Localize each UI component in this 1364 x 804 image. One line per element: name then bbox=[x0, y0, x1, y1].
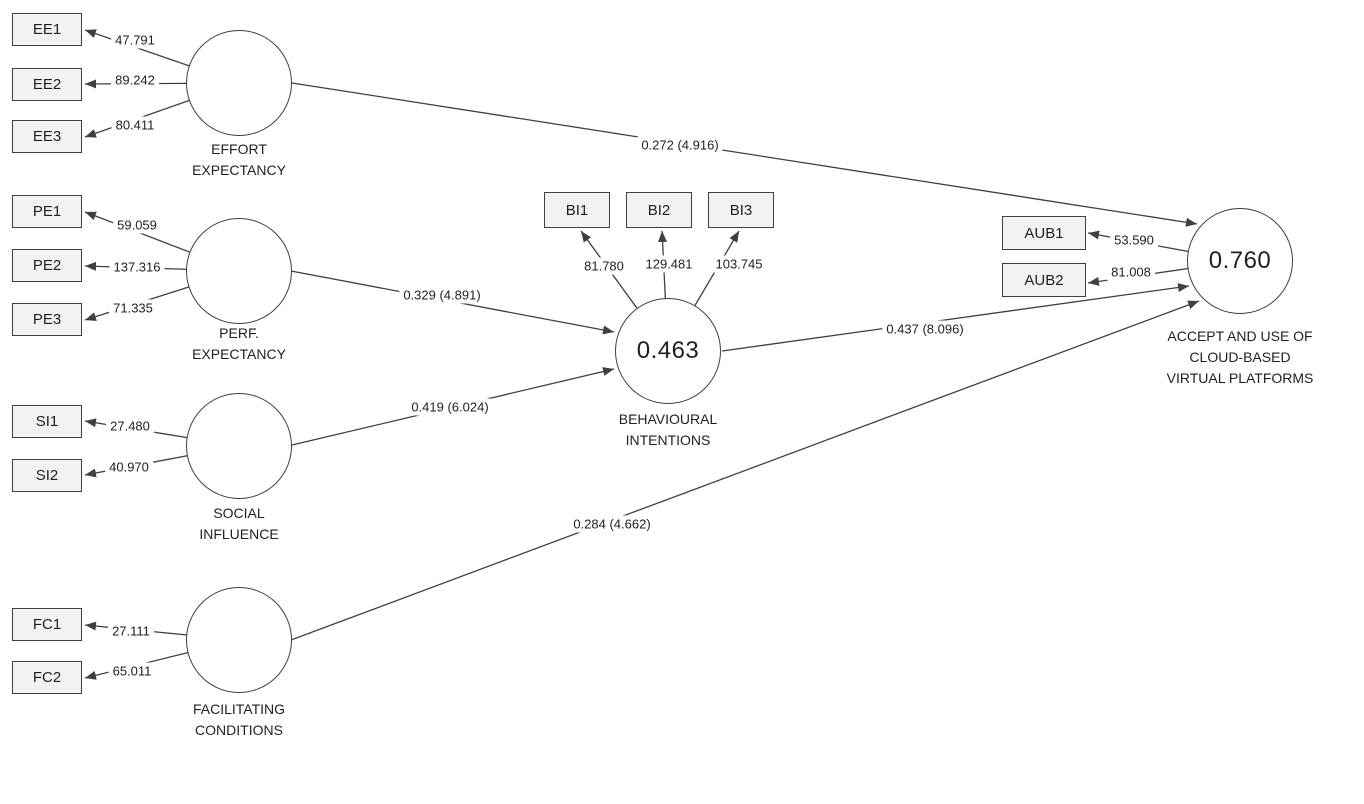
indicator-box-ee3: EE3 bbox=[12, 120, 82, 153]
construct-circle-behavioural-intentions: 0.463 bbox=[615, 298, 721, 404]
indicator-label: SI1 bbox=[35, 413, 59, 430]
indicator-label: PE2 bbox=[32, 257, 62, 274]
path-coef-pe-bi: 0.329 (4.891) bbox=[399, 286, 485, 304]
construct-circle-perf-expectancy bbox=[186, 218, 292, 324]
path-ee-aub bbox=[291, 82, 1198, 227]
construct-label-accept-and-use: ACCEPT AND USE OF CLOUD-BASED VIRTUAL PL… bbox=[1166, 328, 1314, 386]
indicator-label: AUB2 bbox=[1024, 271, 1064, 289]
indicator-box-pe2: PE2 bbox=[12, 249, 82, 282]
construct-circle-social-influence bbox=[186, 393, 292, 499]
indicator-box-fc1: FC1 bbox=[12, 608, 82, 641]
path-bi-aub bbox=[721, 283, 1190, 352]
indicator-label: FC1 bbox=[32, 616, 62, 633]
indicator-box-pe3: PE3 bbox=[12, 303, 82, 336]
indicator-box-aub1: AUB1 bbox=[1002, 216, 1086, 250]
r-squared-value-bi: 0.463 bbox=[636, 337, 700, 364]
loading-aub1: 53.590 bbox=[1110, 231, 1158, 249]
construct-label-social-influence: SOCIAL INFLUENCE bbox=[199, 505, 279, 542]
construct-circle-accept-and-use: 0.760 bbox=[1187, 208, 1293, 314]
loading-ee1: 47.791 bbox=[111, 31, 159, 49]
indicator-box-ee2: EE2 bbox=[12, 68, 82, 101]
indicator-box-fc2: FC2 bbox=[12, 661, 82, 694]
loading-si1: 27.480 bbox=[106, 417, 154, 435]
indicator-label: EE3 bbox=[32, 128, 62, 145]
loading-bi2: 129.481 bbox=[641, 255, 697, 273]
indicator-label: PE1 bbox=[32, 203, 62, 220]
construct-circle-effort-expectancy bbox=[186, 30, 292, 136]
construct-circle-facilitating-conditions bbox=[186, 587, 292, 693]
indicator-box-bi1: BI1 bbox=[544, 192, 610, 228]
r-squared-value-aub: 0.760 bbox=[1208, 247, 1272, 274]
loading-si2: 40.970 bbox=[105, 458, 153, 476]
loading-fc2: 65.011 bbox=[108, 662, 156, 680]
indicator-label: FC2 bbox=[32, 669, 62, 686]
construct-label-effort-expectancy: EFFORT EXPECTANCY bbox=[192, 141, 286, 178]
indicator-box-si1: SI1 bbox=[12, 405, 82, 438]
indicator-label: PE3 bbox=[32, 311, 62, 328]
loading-bi1: 81.780 bbox=[580, 257, 628, 275]
indicator-box-si2: SI2 bbox=[12, 459, 82, 492]
path-fc-aub bbox=[290, 300, 1200, 641]
loading-pe2: 137.316 bbox=[109, 258, 165, 276]
indicator-label: EE2 bbox=[32, 76, 62, 93]
indicator-box-pe1: PE1 bbox=[12, 195, 82, 228]
indicator-box-ee1: EE1 bbox=[12, 13, 82, 46]
indicator-label: EE1 bbox=[32, 21, 62, 38]
construct-label-facilitating-conditions: FACILITATING CONDITIONS bbox=[192, 701, 286, 738]
indicator-box-aub2: AUB2 bbox=[1002, 263, 1086, 297]
indicator-label: BI1 bbox=[565, 201, 589, 219]
loading-bi3: 103.745 bbox=[711, 255, 767, 273]
indicator-label: BI2 bbox=[647, 201, 671, 219]
loading-ee2: 89.242 bbox=[111, 71, 159, 89]
indicator-box-bi3: BI3 bbox=[708, 192, 774, 228]
loading-fc1: 27.111 bbox=[108, 622, 154, 640]
construct-label-perf-expectancy: PERF. EXPECTANCY bbox=[192, 325, 286, 362]
path-coef-si-bi: 0.419 (6.024) bbox=[407, 398, 493, 416]
indicator-label: BI3 bbox=[729, 201, 753, 219]
construct-label-behavioural-intentions: BEHAVIOURAL INTENTIONS bbox=[618, 411, 718, 448]
indicator-label: SI2 bbox=[35, 467, 59, 484]
indicator-label: AUB1 bbox=[1024, 224, 1064, 242]
path-coef-fc-aub: 0.284 (4.662) bbox=[569, 515, 655, 533]
loading-aub2: 81.008 bbox=[1107, 263, 1155, 281]
loading-pe3: 71.335 bbox=[109, 299, 157, 317]
loading-ee3: 80.411 bbox=[111, 116, 159, 134]
path-coef-ee-aub: 0.272 (4.916) bbox=[637, 136, 723, 154]
indicator-box-bi2: BI2 bbox=[626, 192, 692, 228]
path-coef-bi-aub: 0.437 (8.096) bbox=[882, 320, 968, 338]
loading-pe1: 59.059 bbox=[113, 216, 161, 234]
